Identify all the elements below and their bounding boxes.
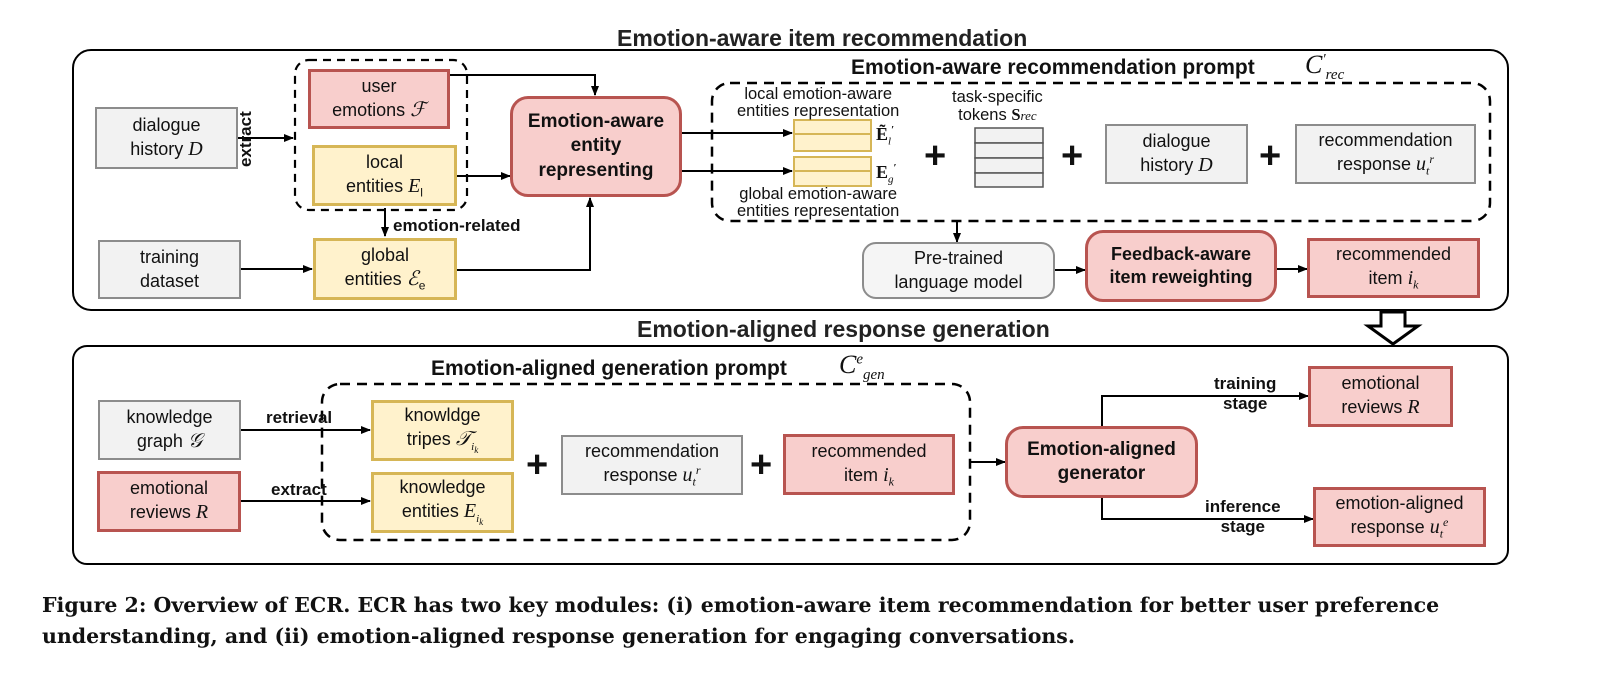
diagram-connectors	[72, 49, 1509, 565]
extract-bottom-label: extract	[271, 480, 327, 499]
rec-prompt-group	[710, 81, 1492, 223]
gen-prompt-symbol: Cegen	[839, 350, 885, 384]
eg-symbol: Eg′	[876, 162, 897, 186]
task-tokens-stack	[974, 127, 1044, 188]
ecr-overview-diagram: Emotion-aware item recommendation dialog…	[72, 25, 1509, 565]
bottom-panel	[72, 345, 1509, 565]
bottom-section-title: Emotion-aligned response generation	[637, 316, 1050, 342]
arrow-global-to-repr	[457, 197, 594, 271]
plus-5: +	[750, 444, 773, 486]
retrieval-label: retrieval	[266, 408, 333, 427]
emotion-entity-group	[293, 58, 469, 212]
rec-prompt-symbol: C′rec	[1305, 50, 1345, 84]
figure-caption: Figure 2: Overview of ECR. ECR has two k…	[42, 593, 1440, 648]
top-panel	[72, 49, 1509, 311]
top-section-title: Emotion-aware item recommendation	[617, 25, 1028, 51]
arrow-training-stage	[1101, 392, 1309, 426]
arrow-emotions-to-repr	[450, 74, 599, 96]
plus-2: +	[1061, 135, 1084, 177]
gen-prompt-title: Emotion-aligned generation prompt	[431, 357, 787, 380]
el-symbol: Ẽl′	[876, 124, 895, 148]
plus-4: +	[526, 444, 549, 486]
emotion-related-label: emotion-related	[393, 216, 521, 235]
extract-label: extract	[236, 111, 255, 167]
arrow-inference-stage	[1101, 498, 1314, 523]
plus-3: +	[1259, 135, 1282, 177]
rec-prompt-title: Emotion-aware recommendation prompt	[851, 56, 1255, 79]
local-repr-stack	[793, 119, 872, 152]
plus-1: +	[924, 135, 947, 177]
panel-transition-arrow	[1363, 310, 1423, 346]
global-repr-stack	[793, 156, 872, 187]
